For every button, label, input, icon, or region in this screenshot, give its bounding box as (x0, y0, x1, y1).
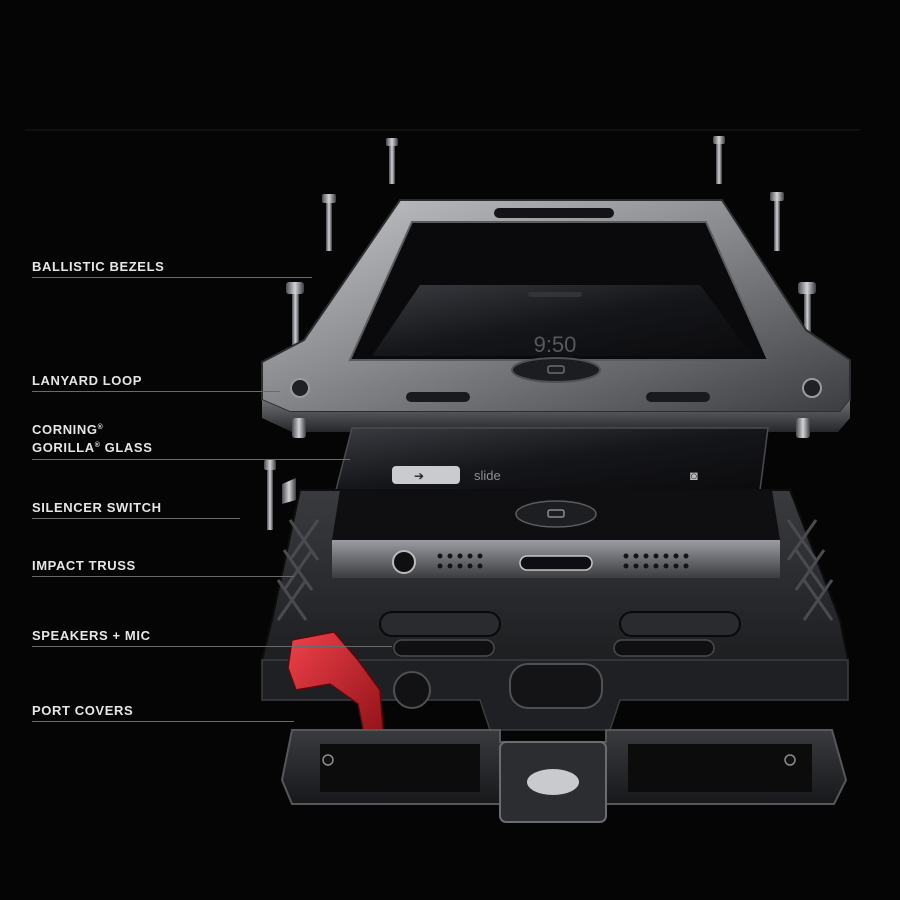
phone-device (332, 490, 780, 578)
slide-to-unlock-text: slide (474, 468, 501, 483)
screw-icon (798, 282, 816, 356)
screw-icon (386, 138, 398, 184)
registered-mark: ® (94, 442, 101, 449)
label-ballistic-bezels: BALLISTIC BEZELS (32, 259, 165, 274)
speaker-mic-openings (379, 611, 741, 657)
camera-icon: ◙ (690, 468, 698, 483)
screw-icon (770, 192, 784, 251)
leader-lanyard-loop (32, 391, 280, 392)
registered-mark: ® (97, 424, 104, 431)
label-corning-gorilla-glass: CORNING® GORILLA® GLASS (32, 421, 152, 457)
label-corning: CORNING (32, 422, 98, 437)
phone-home-button (515, 500, 597, 528)
gorilla-glass-panel: ➔ slide ◙ (335, 427, 769, 491)
leader-port-covers (32, 721, 294, 722)
leader-impact-truss (32, 576, 294, 577)
screw-icon (713, 136, 725, 184)
speaker-grille-left (437, 553, 483, 569)
screw-icon (286, 282, 304, 356)
lockscreen-clock: 9:50 (534, 332, 577, 357)
unlock-arrow-icon: ➔ (414, 469, 424, 483)
port-plug (527, 769, 579, 795)
leader-silencer-switch (32, 518, 240, 519)
label-silencer-switch: SILENCER SWITCH (32, 500, 162, 515)
top-glass-screen: 9:50 (372, 285, 752, 383)
speaker-grille-right (623, 553, 689, 569)
label-glass: GLASS (100, 440, 153, 455)
label-lanyard-loop: LANYARD LOOP (32, 373, 143, 388)
bottom-back-plate (280, 729, 848, 823)
label-impact-truss: IMPACT TRUSS (32, 558, 136, 573)
top-screws (286, 136, 816, 356)
label-speakers-mic: SPEAKERS + MIC (32, 628, 151, 643)
lightning-port-icon (519, 555, 593, 571)
leader-speakers-mic (32, 646, 392, 647)
screw-icon (322, 194, 336, 251)
home-button (511, 357, 601, 383)
headphone-jack-icon (392, 550, 416, 574)
case-bottom-chin (261, 659, 849, 731)
label-port-covers: PORT COVERS (32, 703, 134, 718)
leader-ballistic-bezels (32, 277, 312, 278)
leader-corning-gorilla-glass (32, 459, 350, 460)
bezel-bolts (292, 418, 810, 438)
label-gorilla: GORILLA (32, 440, 95, 455)
silencer-switch-part (264, 460, 296, 530)
